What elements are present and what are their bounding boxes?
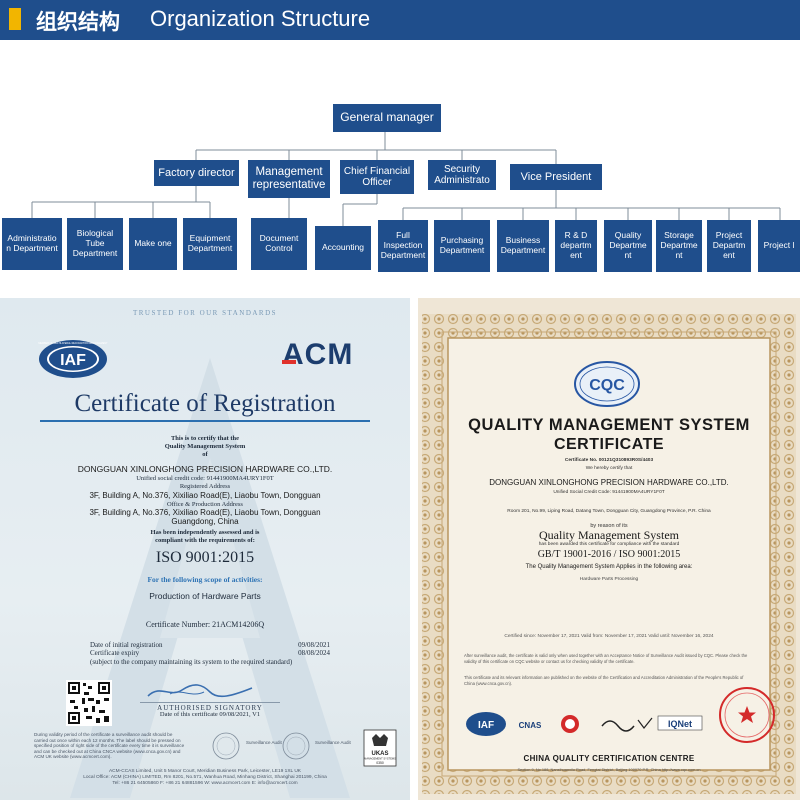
iqnet-mark: IQNet <box>668 719 692 729</box>
signature <box>140 680 260 702</box>
applies-statement: The Quality Management System Applies in… <box>418 564 800 570</box>
qms-title: QUALITY MANAGEMENT SYSTEM <box>418 416 800 435</box>
qms-name: Quality Management System <box>418 528 800 543</box>
initial-registration-date: 09/08/2021 <box>298 641 330 649</box>
cqc-company-name: DONGGUAN XINLONGHONG PRECISION HARDWARE … <box>418 478 800 487</box>
org-business-department: Business Department <box>497 220 549 272</box>
certificate-title: Certificate of Registration <box>0 390 410 418</box>
accreditation-logos: IAF CNAS IQNet <box>462 704 762 744</box>
assessed-line-1: Has been independently assessed and is <box>0 529 410 536</box>
org-document-control: Document Control <box>251 218 307 270</box>
registered-address-label: Registered Address <box>0 483 410 490</box>
office-address-label: Office & Production Address <box>0 501 410 508</box>
registered-address: 3F, Building A, No.376, Xixiliao Road(E)… <box>0 491 410 500</box>
org-biological-tube-department: Biological Tube Department <box>67 218 123 270</box>
cqc-quality-certificate: CQC QUALITY MANAGEMENT SYSTEM CERTIFICAT… <box>418 298 800 800</box>
cqc-credit-code: Unified Social Credit Code: 91441900MA4U… <box>418 490 800 495</box>
certification-centre-address: Section 9, No.188, Nansihuanxilu Road, F… <box>418 767 800 772</box>
title-chinese: 组织结构 <box>36 6 120 36</box>
surveillance-audit-2: Surveillance Audit <box>315 740 352 745</box>
trusted-tagline: TRUSTED FOR OUR STANDARDS <box>0 309 410 317</box>
assessed-line-2: compliant with the requirements of: <box>0 537 410 544</box>
office-address: 3F, Building A, No.376, Xixiliao Road(E)… <box>0 508 410 517</box>
org-storage-department: Storage Departme nt <box>656 220 702 272</box>
footer-line-3: Tel: +86 21 64505860 F: +86 21 64881596 … <box>0 781 410 787</box>
title-accent-square <box>9 8 21 30</box>
company-name: DONGGUAN XINLONGHONG PRECISION HARDWARE … <box>0 464 410 474</box>
ukas-subtitle: MANAGEMENT SYSTEMS <box>364 757 396 761</box>
surveillance-audit-1: Surveillance Audit <box>246 740 283 745</box>
gbt-iso-standard: GB/T 19001-2016 / ISO 9001:2015 <box>418 549 800 560</box>
title-english: Organization Structure <box>150 6 370 32</box>
surveillance-fine-print: During validity period of the certificat… <box>34 732 186 760</box>
certificate-divider <box>410 298 418 800</box>
credit-code: Unified social credit code: 91441900MA4U… <box>0 475 410 482</box>
scope-of-activities: Production of Hardware Parts <box>0 591 410 601</box>
surveillance-paragraph: After surveillance audit, the certificat… <box>464 653 754 664</box>
red-official-seal <box>718 686 776 744</box>
initial-registration-label: Date of initial registration <box>90 641 163 649</box>
title-rule <box>40 420 370 422</box>
org-chief-financial-officer: Chief Financial Officer <box>340 160 414 194</box>
maintenance-note: (subject to the company maintaining its … <box>90 658 330 666</box>
cnca-paragraph: This certificate and its relevant inform… <box>464 675 754 686</box>
certify-statement: We hereby certify that <box>418 466 800 471</box>
expiry-date: 08/08/2024 <box>298 649 330 657</box>
certificate-number: Certificate Number: 21ACM14206Q <box>0 620 410 629</box>
qms-title-certificate: CERTIFICATE <box>418 436 800 454</box>
iso-standard: ISO 9001:2015 <box>0 549 410 567</box>
accreditation-seals: Surveillance Audit Surveillance Audit UK… <box>210 728 400 768</box>
awarded-statement: has been awarded this certificate for co… <box>418 542 800 547</box>
org-management-representative: Management representative <box>248 160 330 198</box>
acm-logo-accent <box>282 360 296 364</box>
certification-centre-name: CHINA QUALITY CERTIFICATION CENTRE <box>418 754 800 763</box>
registration-dates: Date of initial registration 09/08/2021 C… <box>90 641 330 666</box>
cqc-validity-dates: Certified since: November 17, 2021 Valid… <box>418 634 800 639</box>
province: Guangdong, China <box>0 517 410 526</box>
org-chart: General manager Factory director Managem… <box>0 40 800 295</box>
qr-code <box>66 680 112 726</box>
cqc-scope: Hardware Parts Processing <box>418 577 800 582</box>
ukas-mark: UKAS <box>371 751 388 757</box>
cqc-logo-text: CQC <box>589 377 625 394</box>
iaf-logo-text: IAF <box>60 352 86 369</box>
cqc-certificate-number: Certificate No. 00121Q310893R0S/4403 <box>418 458 800 463</box>
cnas-mark: CNAS <box>519 721 542 730</box>
org-purchasing-department: Purchasing Department <box>434 220 490 272</box>
expiry-label: Certificate expiry <box>90 649 139 657</box>
org-vice-president: Vice President <box>510 164 602 190</box>
org-project-l: Project l <box>758 220 800 272</box>
org-quality-department: Quality Departme nt <box>604 220 652 272</box>
org-full-inspection-department: Full Inspection Department <box>378 220 428 272</box>
org-security-administrator: Security Administrato <box>428 160 496 190</box>
certify-line-2: Quality Management System <box>0 443 410 450</box>
iaf-logo: IAF MEMBER OF MULTILATERAL RECOGNITION A… <box>37 338 109 380</box>
cqc-address: Room 201, No.99, Liping Road, Datang Tow… <box>418 509 800 514</box>
org-make-one: Make one <box>129 218 177 270</box>
acm-footer: ACM-CCAS Limited, Unit 5 Manor Court, Me… <box>0 769 410 787</box>
org-rd-department: R & D departm ent <box>555 220 597 272</box>
org-factory-director: Factory director <box>154 160 239 186</box>
title-bar: 组织结构 Organization Structure <box>0 0 800 40</box>
acm-logo: ACM <box>282 338 353 372</box>
scope-heading: For the following scope of activities: <box>0 575 410 584</box>
org-general-manager: General manager <box>333 104 441 132</box>
org-administration-department: Administratio n Department <box>2 218 62 270</box>
ukas-number: 0350 <box>376 761 384 765</box>
certify-line-1: This is to certify that the <box>0 435 410 442</box>
certify-line-3: of <box>0 451 410 458</box>
org-equipment-department: Equipment Department <box>183 218 237 270</box>
iaf-ring-text: MEMBER OF MULTILATERAL RECOGNITION ARRAN… <box>38 342 108 345</box>
org-accounting: Accounting <box>315 226 371 270</box>
acm-iso-certificate: TRUSTED FOR OUR STANDARDS IAF MEMBER OF … <box>0 298 410 800</box>
cqc-logo: CQC <box>572 360 642 408</box>
org-project-department: Project Departm ent <box>707 220 751 272</box>
iaf-mark: IAF <box>478 720 494 731</box>
certificate-date: Date of this certificate 09/08/2021, V1 <box>120 711 300 718</box>
